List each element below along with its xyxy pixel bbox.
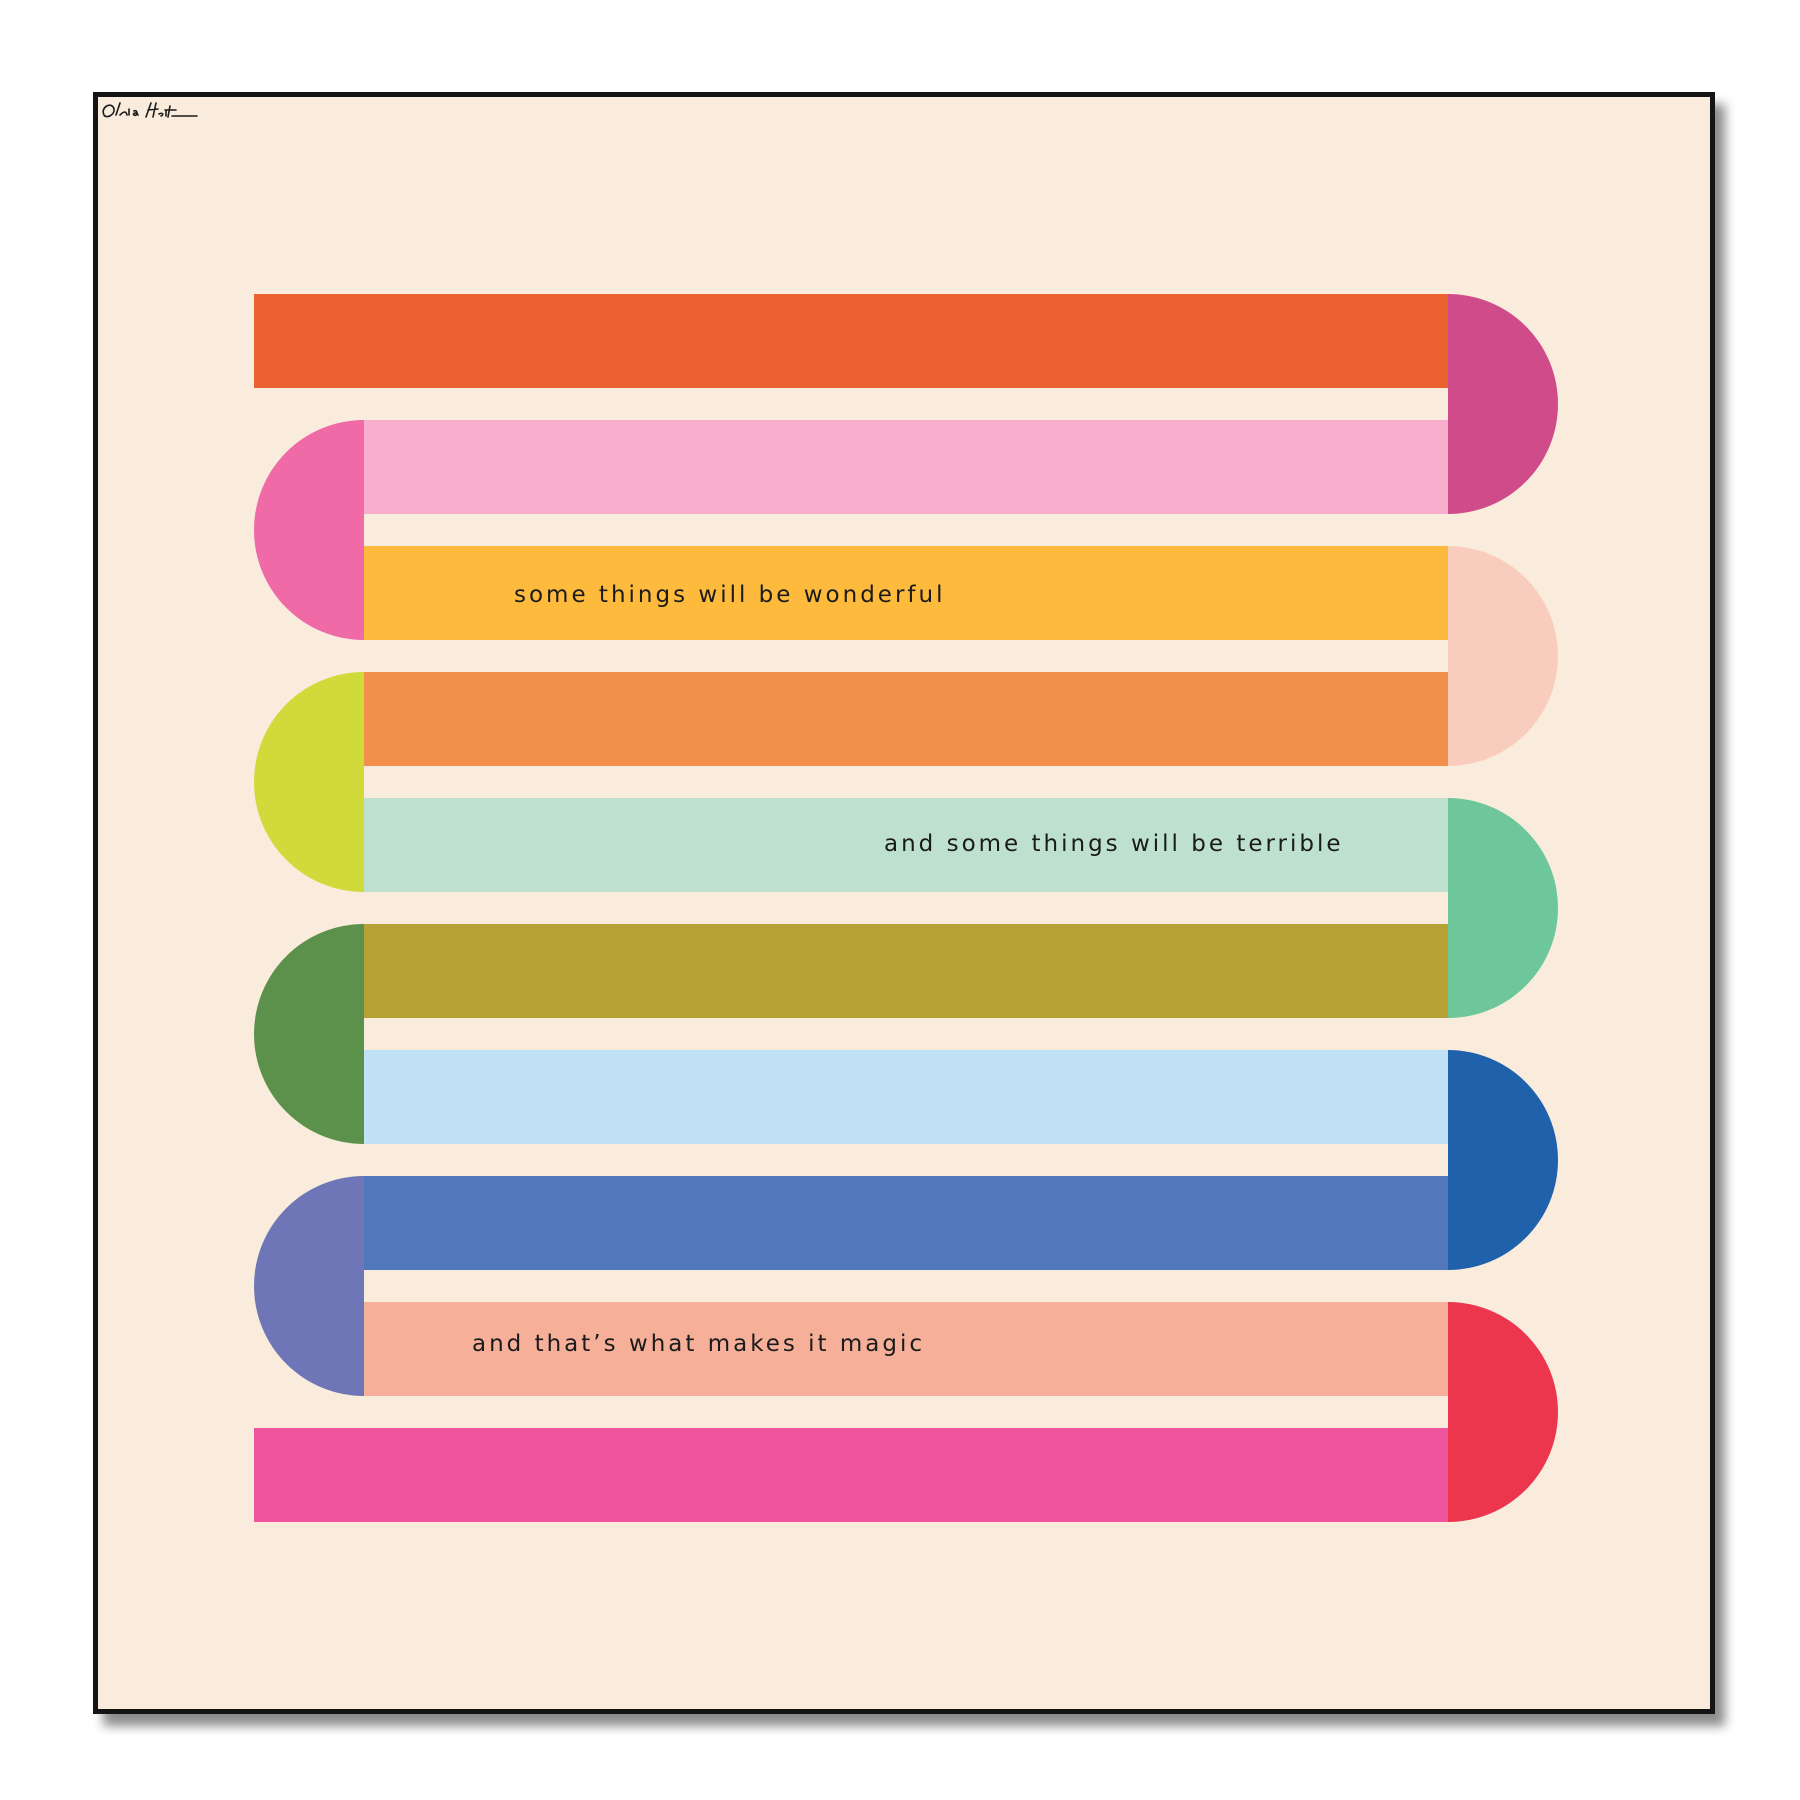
stripe-cap-6 [254,924,364,1144]
stripe-bar-5 [364,798,1448,892]
stripe-cap-3 [1448,546,1558,766]
stripe-bar-1 [254,294,1448,388]
stripe-cap-1 [1448,294,1558,514]
stripe-bar-9 [364,1302,1448,1396]
stripe-bar-3 [364,546,1448,640]
stripe-cap-9 [1448,1302,1558,1522]
stripe-bar-7 [364,1050,1448,1144]
stripe-cap-2 [254,420,364,640]
stripe-bar-6 [364,924,1448,1018]
stripe-bar-4 [364,672,1448,766]
stripe-cap-8 [254,1176,364,1396]
stripe-artwork [254,294,1558,1522]
stripe-cap-4 [254,672,364,892]
artist-signature [102,102,198,118]
caption-terrible: and some things will be terrible [884,831,1344,857]
artwork-frame: some things will be wonderful and some t… [93,92,1715,1714]
caption-wonderful: some things will be wonderful [514,582,946,608]
stripe-bar-2 [364,420,1448,514]
stripe-bar-8 [364,1176,1448,1270]
stripe-cap-7 [1448,1050,1558,1270]
caption-magic: and that’s what makes it magic [472,1331,926,1357]
stripe-cap-5 [1448,798,1558,1018]
stripe-bar-10 [254,1428,1448,1522]
artwork-canvas: some things will be wonderful and some t… [98,97,1710,1709]
